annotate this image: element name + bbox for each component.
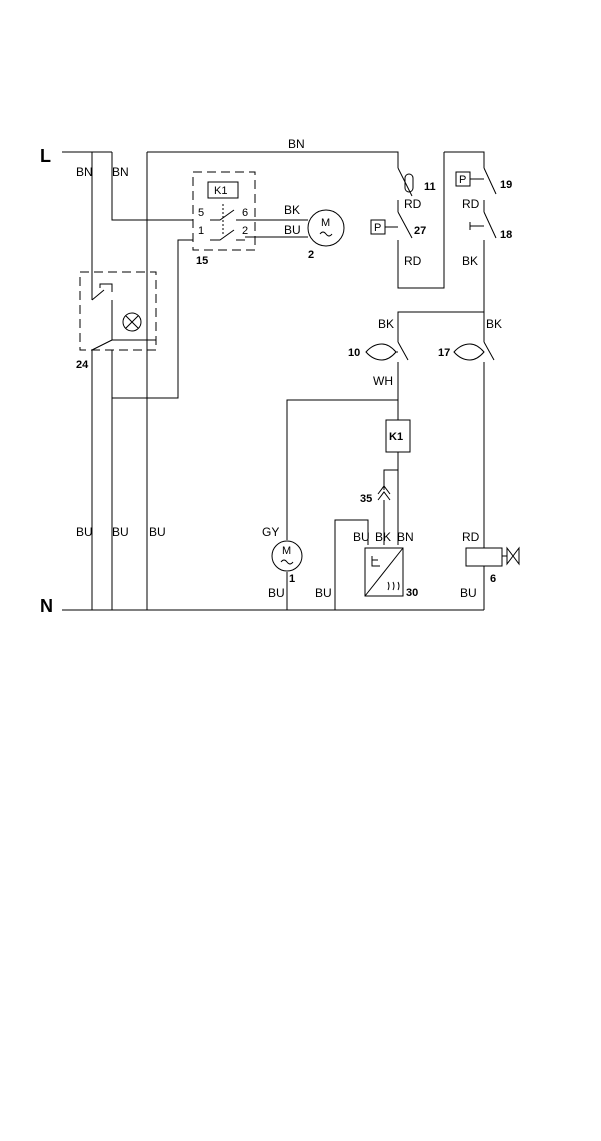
relay-terminal-1: 1	[198, 225, 204, 237]
wire-label-bn-3: BN	[397, 530, 414, 544]
relay-ref: 15	[196, 255, 208, 267]
lamp-cross	[126, 316, 138, 328]
thermostat-ref: 11	[424, 181, 436, 193]
valve-ref: 6	[490, 573, 496, 585]
manual18-ref: 18	[500, 229, 512, 241]
motor2-symbol: M	[321, 217, 330, 229]
wire-label-rd-4: RD	[462, 530, 480, 544]
heater-unit-30: 30	[365, 548, 418, 599]
wire-k1-to-connector	[384, 470, 398, 490]
manual18-contact	[470, 212, 496, 238]
wires	[62, 152, 484, 610]
wire-label-bu-2: BU	[112, 525, 129, 539]
pressure19-symbol: P	[459, 174, 466, 186]
pressure27-ref: 27	[414, 225, 426, 237]
heat-waves-icon	[388, 582, 399, 590]
wire-label-bu-relay: BU	[284, 223, 301, 237]
float-switch-10: 10	[348, 342, 408, 360]
relay-terminal-5: 5	[198, 207, 204, 219]
thermostat-11: 11	[398, 168, 436, 196]
motor2-ac-icon	[320, 232, 332, 236]
motor1-ref: 1	[289, 573, 295, 585]
pressure19-contact	[470, 168, 496, 194]
wire-col147	[147, 152, 484, 610]
valve-icon	[502, 548, 519, 564]
wire-label-bk-relay: BK	[284, 203, 300, 217]
solenoid-valve-6: 6	[466, 548, 519, 585]
relay-contact-upper	[210, 210, 245, 220]
pressure-switch-27: P 27	[371, 212, 426, 238]
float10-contact	[396, 342, 408, 360]
pressure19-ref: 19	[500, 179, 512, 191]
float17-icon	[454, 344, 484, 360]
wire-label-bu-4: BU	[353, 530, 370, 544]
wire-label-bk-6: BK	[375, 530, 391, 544]
coil-k1-label: K1	[389, 431, 403, 443]
wire-to-motor1	[287, 400, 398, 540]
heater-symbol	[372, 556, 380, 566]
lamp-switch-ref: 24	[76, 359, 89, 371]
wire-label-bn-top: BN	[288, 137, 305, 151]
float17-ref: 17	[438, 347, 450, 359]
pressure27-contact	[385, 212, 412, 238]
wire-label-rd-1: RD	[404, 197, 422, 211]
relay-contact-lower	[210, 230, 245, 240]
lamp-switch-contact	[92, 284, 112, 300]
lamp-switch-lower	[92, 340, 156, 350]
connector-ref: 35	[360, 493, 372, 505]
pressure27-symbol: P	[374, 222, 381, 234]
connector-35: 35	[360, 486, 390, 505]
wire-label-bu-6: BU	[315, 586, 332, 600]
wire-label-bu-5: BU	[268, 586, 285, 600]
wire-label-bu-3: BU	[149, 525, 166, 539]
wire-label-bu-1: BU	[76, 525, 93, 539]
wire-col484-top	[444, 152, 484, 168]
float17-contact	[484, 342, 494, 360]
relay-k1-label: K1	[214, 185, 227, 197]
manual-switch-18: 18	[470, 212, 512, 241]
motor1-ac-icon	[281, 560, 293, 564]
fan-motor-2: M 2	[308, 210, 344, 261]
pressure-switch-19: P 19	[456, 168, 512, 194]
wire-relay1-return	[112, 240, 193, 398]
float10-ref: 10	[348, 347, 360, 359]
wire-col112-to-relay	[112, 152, 193, 220]
wire-label-gy: GY	[262, 525, 279, 539]
relay-coil-k1: K1	[386, 420, 410, 452]
wire-label-bk-3: BK	[462, 254, 478, 268]
wire-label-rd-3: RD	[462, 197, 480, 211]
wire-label-rd-2: RD	[404, 254, 422, 268]
wire-label-bk-5: BK	[486, 317, 502, 331]
lamp-switch-24: 24	[76, 272, 156, 371]
wire-label-bn-1: BN	[76, 165, 93, 179]
relay-terminal-2: 2	[242, 225, 248, 237]
heater-ref: 30	[406, 587, 418, 599]
wire-label-bn-2: BN	[112, 165, 129, 179]
wire-label-bk-4: BK	[378, 317, 394, 331]
rail-label-live: L	[40, 146, 51, 166]
relay-terminal-6: 6	[242, 207, 248, 219]
float-switch-17: 17	[438, 342, 494, 360]
wire-label-bu-7: BU	[460, 586, 477, 600]
rail-label-neutral: N	[40, 596, 53, 616]
wire-main-bn-top	[147, 152, 398, 168]
wire-label-wh: WH	[373, 374, 393, 388]
float10-icon	[366, 344, 396, 360]
motor1-symbol: M	[282, 545, 291, 557]
heater-diagonal	[365, 548, 403, 596]
motor2-ref: 2	[308, 249, 314, 261]
